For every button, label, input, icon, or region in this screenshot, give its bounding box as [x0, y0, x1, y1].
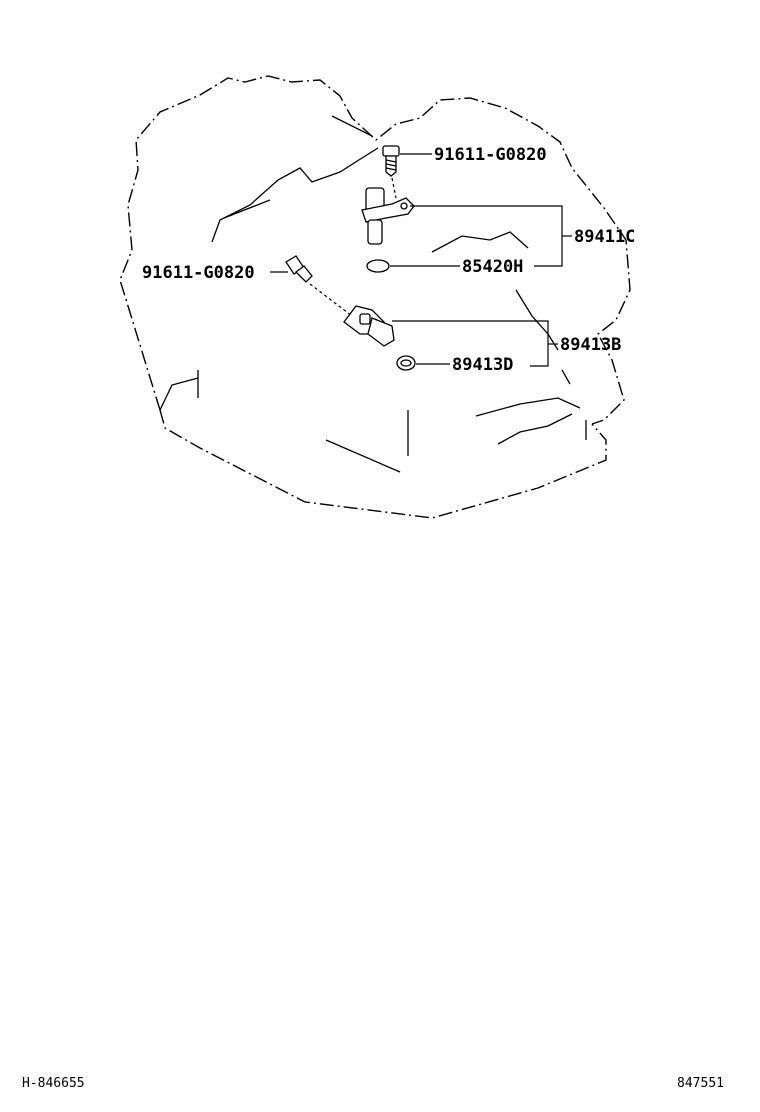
oring-lower: [396, 355, 416, 371]
illustration-code-right: 847551: [677, 1076, 724, 1091]
bolt-left: [285, 255, 353, 317]
label-sensor-lower: 89413B: [560, 335, 621, 355]
illustration-code-left: H-846655: [22, 1076, 85, 1091]
label-bolt-left: 91611-G0820: [142, 263, 255, 283]
label-oring-lower: 89413D: [452, 355, 513, 375]
label-bolt-upper: 91611-G0820: [434, 145, 547, 165]
bolt-upper: [382, 145, 400, 199]
oring-upper: [366, 259, 390, 273]
label-oring-upper: 85420H: [462, 257, 523, 277]
sensor-lower: [343, 305, 395, 347]
label-sensor-upper: 89411C: [574, 227, 635, 247]
leader-lines: [270, 153, 572, 367]
sensor-upper: [361, 187, 415, 245]
transmission-housing-outline: [119, 75, 631, 519]
